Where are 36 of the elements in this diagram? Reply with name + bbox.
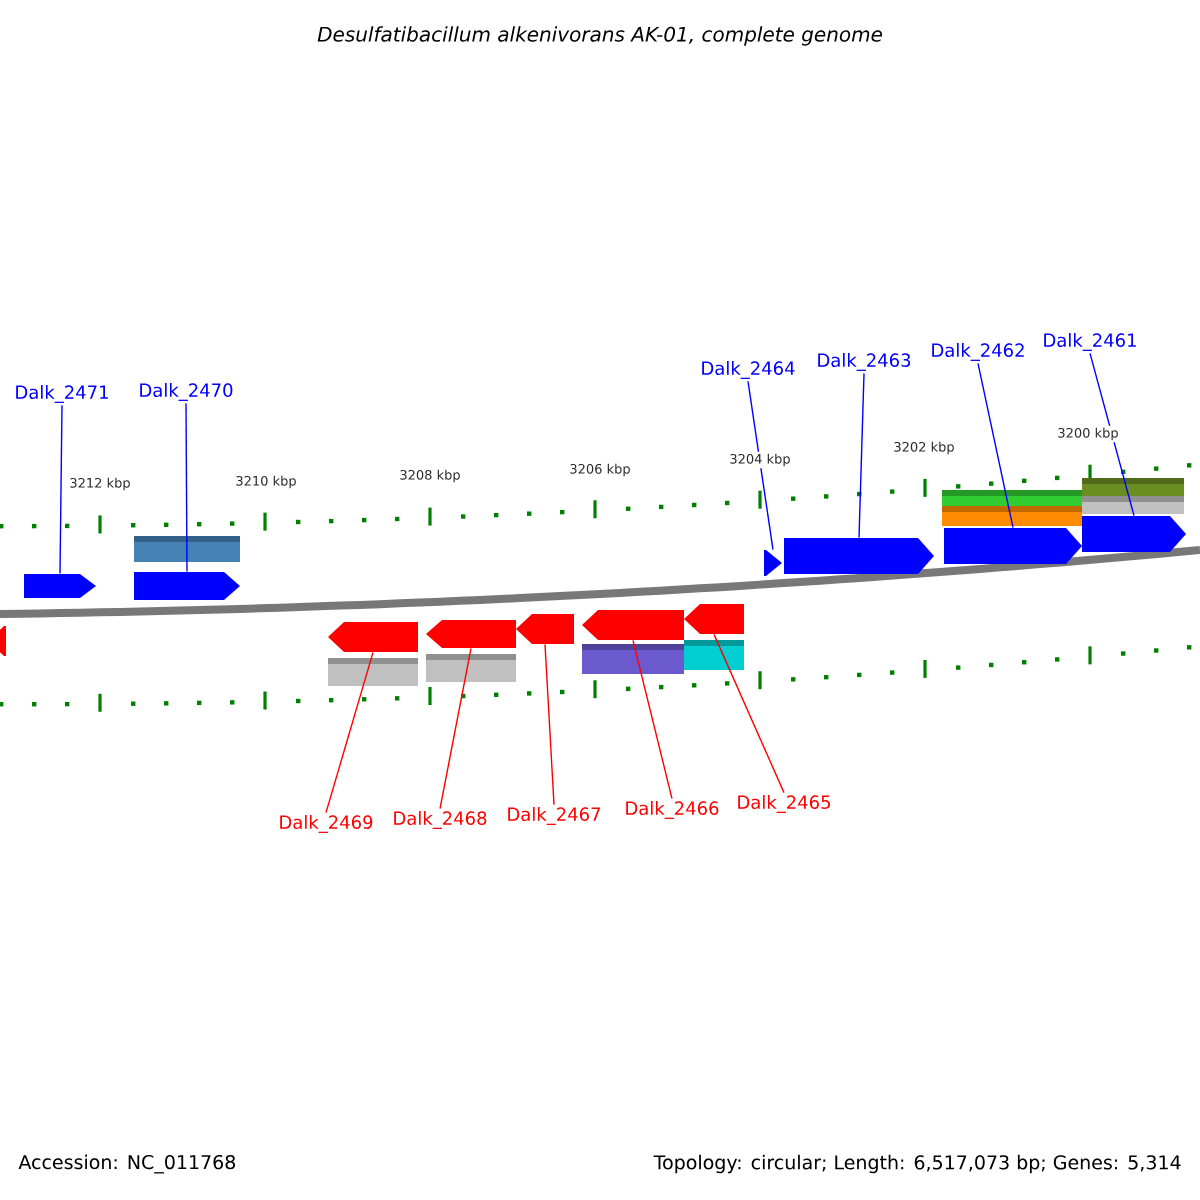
leader-line: [632, 639, 673, 800]
leader-line: [325, 651, 374, 814]
gene-block: [0, 626, 6, 656]
gene-label: Dalk_2468: [394, 811, 487, 829]
footer-text: Topology: circular; Length: 6,517,073 bp; Genes: 5,314: [653, 1154, 1181, 1174]
leader-line: [544, 643, 555, 806]
gene-block: [134, 572, 240, 600]
gene-label: Dalk_2466: [626, 801, 719, 819]
gene-block: [24, 574, 96, 598]
leader-line: [185, 402, 188, 573]
leader-line: [977, 362, 1014, 529]
gene-block: [684, 604, 744, 634]
gene-block: [328, 622, 418, 652]
gene-block: [1082, 516, 1186, 552]
gene-label: Dalk_2462: [932, 343, 1024, 361]
gene-label: Dalk_2461: [1044, 333, 1136, 351]
gene-label: Dalk_2471: [16, 385, 108, 403]
leader-line: [1089, 352, 1135, 517]
leader-line: [747, 380, 774, 551]
title: Desulfatibacillum alkenivorans AK-01, complete genome: [317, 26, 883, 46]
gene-block: [582, 610, 684, 640]
gene-label: Dalk_2469: [280, 815, 373, 833]
leader-line: [59, 404, 63, 575]
gene-block: [764, 550, 782, 576]
gene-block: [944, 528, 1082, 564]
gene-label: Dalk_2464: [702, 361, 795, 379]
leader-line: [439, 647, 472, 810]
footer-text: Accession: NC_011768: [18, 1154, 236, 1174]
gene-label: Dalk_2467: [508, 807, 600, 825]
gene-block: [426, 620, 516, 648]
leader-line: [858, 372, 865, 539]
leader-line: [713, 633, 785, 794]
gene-label: Dalk_2463: [818, 353, 911, 371]
gene-label: Dalk_2470: [140, 383, 233, 401]
gene-block: [516, 614, 574, 644]
gene-label: Dalk_2465: [738, 795, 830, 813]
